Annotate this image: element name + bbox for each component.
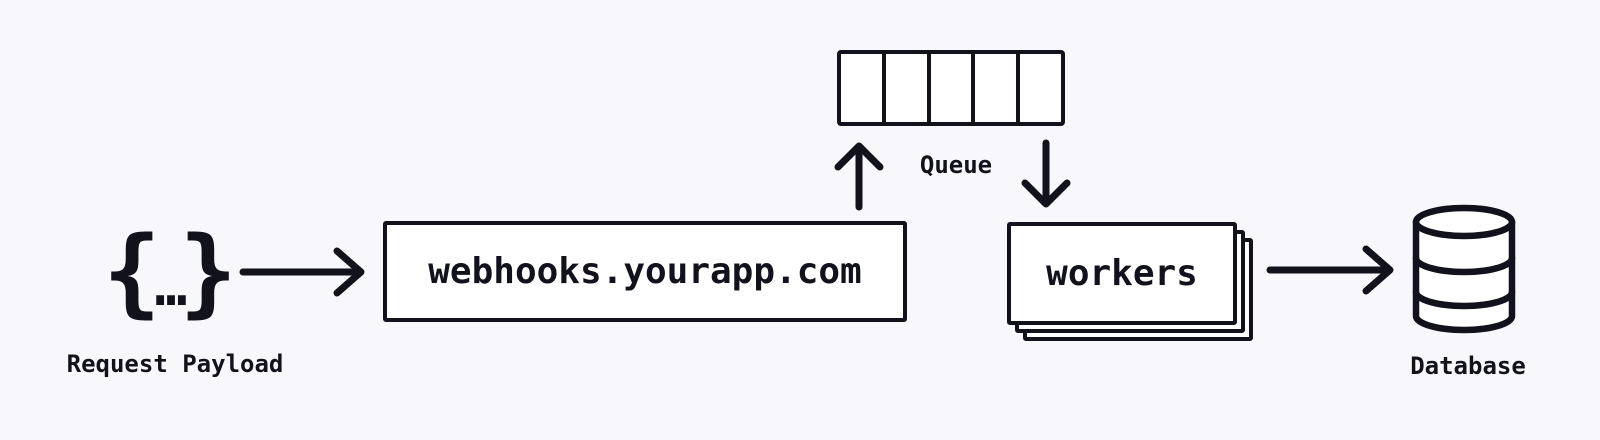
- queue-cell: [1020, 54, 1061, 122]
- arrow-webhook-to-queue-icon: [834, 142, 884, 211]
- queue-cell: [931, 54, 976, 122]
- workers-node: workers: [1007, 222, 1255, 344]
- arrow-queue-to-workers-icon: [1021, 139, 1071, 208]
- queue-icon: [837, 50, 1065, 126]
- workers-box: workers: [1007, 222, 1237, 325]
- queue-cell: [886, 54, 931, 122]
- request-payload-label: Request Payload: [66, 350, 284, 378]
- webhook-server-label: webhooks.yourapp.com: [428, 251, 862, 292]
- workers-label: workers: [1046, 253, 1198, 294]
- json-payload-braces-icon: { … }: [103, 224, 237, 320]
- brace-open: {: [102, 216, 161, 328]
- ellipsis-dots: …: [154, 255, 187, 318]
- queue-cell: [975, 54, 1021, 122]
- arrow-payload-to-webhook-icon: [239, 247, 365, 297]
- database-icon: [1412, 204, 1516, 334]
- brace-close: }: [179, 216, 238, 328]
- queue-cell: [841, 54, 886, 122]
- database-label: Database: [1410, 352, 1526, 380]
- arrow-workers-to-database-icon: [1266, 245, 1394, 295]
- queue-label: Queue: [919, 151, 993, 179]
- webhook-server-box: webhooks.yourapp.com: [383, 221, 907, 322]
